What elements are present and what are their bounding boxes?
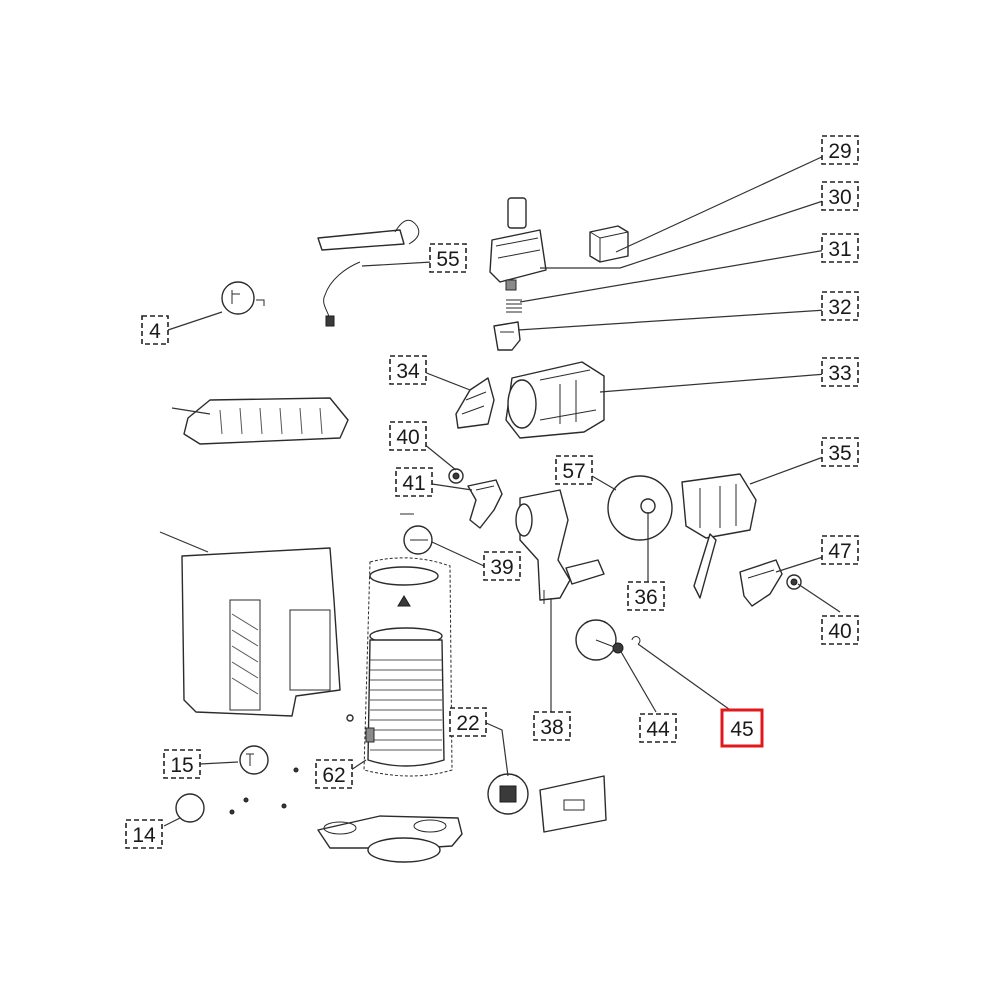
callout-32-label: 32 (828, 296, 851, 319)
callout-32: 32 (821, 291, 859, 321)
callout-36-label: 36 (634, 586, 657, 609)
part-33-housing (505, 361, 605, 439)
part-62-milk-jug (363, 557, 453, 777)
callout-31-label: 31 (828, 238, 851, 261)
part-40-nut-left (448, 468, 464, 484)
callout-40-left-label: 40 (396, 426, 419, 449)
callout-29: 29 (821, 135, 859, 165)
part-35-gear-motor (681, 473, 757, 599)
callout-33: 33 (821, 357, 859, 387)
leader-lines (159, 154, 841, 827)
callout-62-label: 62 (322, 764, 345, 787)
callout-30-label: 30 (828, 186, 851, 209)
callout-47: 47 (821, 535, 859, 565)
callout-14: 14 (125, 819, 163, 849)
part-31-spring (506, 299, 522, 313)
part-38-arm-assembly (515, 489, 605, 604)
part-29-bracket (589, 225, 629, 263)
callout-34: 34 (389, 355, 427, 385)
callout-57: 57 (555, 455, 593, 485)
part-top-tray (183, 397, 349, 445)
part-15-screw (239, 745, 299, 775)
part-41-lever (467, 479, 503, 529)
callout-15: 15 (163, 749, 201, 779)
callout-62: 62 (315, 759, 353, 789)
callout-31: 31 (821, 233, 859, 263)
callout-40-left: 40 (389, 421, 427, 451)
callout-41: 41 (395, 467, 433, 497)
callout-41-label: 41 (402, 472, 425, 495)
part-30-pump (489, 197, 547, 291)
callout-45-label: 45 (730, 718, 753, 741)
callout-39: 39 (483, 551, 521, 581)
callout-38-label: 38 (540, 716, 563, 739)
callout-40-right: 40 (821, 615, 859, 645)
callout-30: 30 (821, 181, 859, 211)
callout-55-label: 55 (436, 248, 459, 271)
part-40-nut-right (786, 574, 802, 590)
part-frame (181, 547, 354, 722)
callout-4-label: 4 (149, 320, 161, 343)
part-47-lever (739, 559, 783, 607)
part-45-ring (631, 636, 641, 645)
callout-29-label: 29 (828, 140, 851, 163)
callout-40-right-label: 40 (828, 620, 851, 643)
part-32-valve (493, 321, 521, 351)
part-44-gear (575, 619, 624, 661)
callout-15-label: 15 (170, 754, 193, 777)
callout-35: 35 (821, 437, 859, 467)
part-55-hose (317, 219, 420, 327)
part-14-foot (175, 793, 287, 823)
callout-35-label: 35 (828, 442, 851, 465)
callout-4: 4 (141, 315, 169, 345)
callout-39-label: 39 (490, 556, 513, 579)
callout-45: 45 (720, 708, 764, 748)
callout-22: 22 (449, 707, 487, 737)
part-4-clip (221, 281, 265, 315)
callout-55: 55 (429, 243, 467, 273)
callout-34-label: 34 (396, 360, 420, 383)
part-57-disc (607, 475, 673, 541)
callout-33-label: 33 (828, 362, 851, 385)
part-39-pin (400, 513, 433, 555)
callout-22-label: 22 (456, 712, 479, 735)
callout-44: 44 (639, 713, 677, 743)
callout-14-label: 14 (132, 824, 156, 847)
callout-57-label: 57 (562, 460, 585, 483)
callout-36: 36 (627, 581, 665, 611)
part-22-connector (487, 773, 529, 815)
callout-38: 38 (533, 711, 571, 741)
part-control-panel (539, 775, 607, 833)
callout-44-label: 44 (646, 718, 670, 741)
callout-47-label: 47 (828, 540, 851, 563)
part-base (317, 815, 463, 863)
part-34-cover (455, 377, 495, 429)
